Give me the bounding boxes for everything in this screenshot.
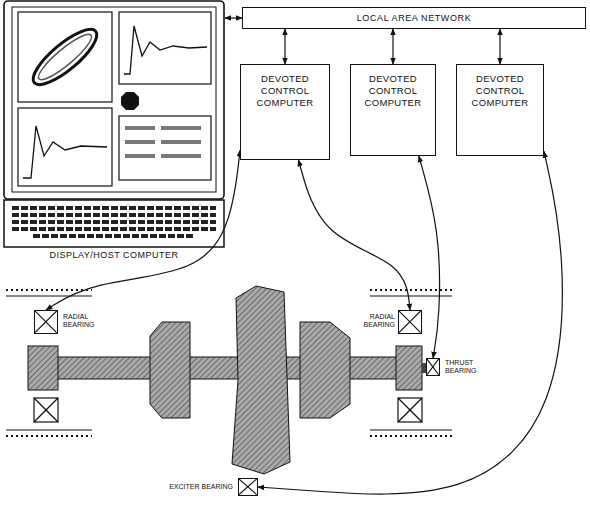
control-computer: DEVOTED CONTROL COMPUTER	[350, 64, 436, 156]
signal-wire	[499, 29, 500, 64]
node-label: DEVOTED CONTROL COMPUTER	[460, 73, 540, 109]
network-bus: LOCAL AREA NETWORK	[242, 7, 586, 29]
signal-wire	[258, 151, 562, 494]
rotor-disk	[300, 322, 350, 418]
journal	[396, 346, 422, 390]
trend-curve	[23, 126, 107, 178]
readout-window	[119, 116, 211, 180]
keyboard	[12, 208, 216, 236]
readout-bar	[125, 140, 155, 144]
lower-bearing	[34, 398, 422, 422]
bearing-label: THRUST BEARING	[445, 359, 485, 375]
stop-icon	[121, 92, 139, 110]
readout-bar	[161, 140, 201, 144]
laptop-base	[4, 200, 224, 247]
node-label: DEVOTED CONTROL COMPUTER	[244, 73, 326, 109]
journal	[28, 346, 58, 390]
readout-bar	[161, 154, 201, 158]
trend-window	[18, 108, 112, 186]
trend-curve	[124, 26, 207, 74]
bearing-symbol: RADIAL BEARING	[398, 310, 422, 334]
computer-label: DISPLAY/HOST COMPUTER	[3, 250, 225, 260]
orbit-plot	[26, 21, 104, 92]
control-computer: DEVOTED CONTROL COMPUTER	[456, 64, 544, 156]
bearing-label: RADIAL BEARING	[355, 313, 395, 329]
bearing-cross	[239, 479, 257, 495]
signal-wire	[299, 160, 411, 310]
bearing-cross	[35, 311, 57, 333]
orbit-window	[18, 12, 112, 102]
host-computer: DISPLAY/HOST COMPUTER	[3, 0, 225, 264]
signal-wire	[225, 17, 242, 18]
rotor	[28, 286, 426, 474]
bearing-cross	[427, 359, 439, 375]
readout-bar	[125, 154, 155, 158]
orbit-plot	[34, 29, 96, 85]
rotor-disk	[232, 286, 290, 474]
bearing-symbol: THRUST BEARING	[426, 358, 440, 376]
signal-wire	[284, 29, 285, 64]
ground-lines	[6, 290, 452, 436]
signal-wire	[392, 29, 393, 64]
laptop-screen	[12, 7, 216, 192]
bearing-symbol: RADIAL BEARING	[34, 310, 58, 334]
bearing-cross	[399, 311, 421, 333]
readout-bar	[125, 126, 155, 130]
bearing-label: EXCITER BEARING	[169, 483, 233, 491]
laptop-drawing	[4, 1, 224, 247]
trend-window	[119, 12, 211, 84]
bearing-symbol: EXCITER BEARING	[238, 478, 258, 496]
node-label: LOCAL AREA NETWORK	[357, 13, 472, 23]
laptop-lid	[4, 1, 224, 199]
rotor-disk	[150, 322, 190, 418]
control-computer: DEVOTED CONTROL COMPUTER	[240, 64, 330, 160]
readout-bar	[161, 126, 201, 130]
node-label: DEVOTED CONTROL COMPUTER	[354, 73, 432, 109]
bearing-label: RADIAL BEARING	[63, 313, 103, 329]
signal-wire	[46, 150, 240, 310]
